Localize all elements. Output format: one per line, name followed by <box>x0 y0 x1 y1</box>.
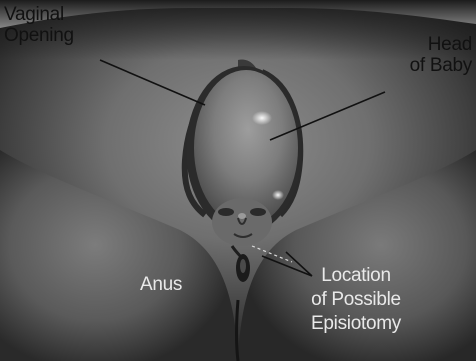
label-vaginal-opening: Vaginal Opening <box>4 4 114 46</box>
label-head-of-baby: Head of Baby <box>366 34 472 76</box>
label-head-of-baby-line2: of Baby <box>410 55 472 76</box>
label-episiotomy-line2: of Possible <box>311 289 401 310</box>
label-episiotomy-line1: Location <box>321 265 390 286</box>
label-episiotomy: Location of Possible Episiotomy <box>286 264 426 336</box>
head-highlight <box>252 111 272 125</box>
label-anus: Anus <box>140 274 182 295</box>
label-episiotomy-line3: Episiotomy <box>311 313 401 334</box>
gluteal-cleft <box>237 300 239 361</box>
label-vaginal-opening-line1: Vaginal <box>4 4 64 25</box>
baby-face <box>212 198 272 246</box>
label-vaginal-opening-line2: Opening <box>4 25 74 46</box>
label-head-of-baby-line1: Head <box>428 34 472 55</box>
head-highlight-small <box>272 190 284 200</box>
